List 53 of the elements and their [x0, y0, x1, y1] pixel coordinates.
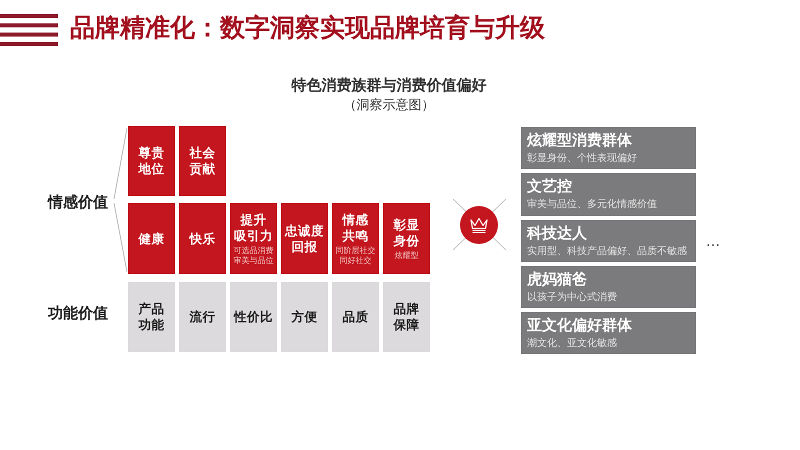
group-card [521, 127, 696, 169]
value-box [179, 126, 226, 196]
box-label: 方便 [292, 309, 318, 325]
function-box [230, 282, 277, 352]
card-text: 审美与品位、多元化情感价值 [527, 198, 657, 211]
value-box [128, 126, 175, 196]
box-note: 炫耀型 [394, 250, 418, 260]
value-box [230, 203, 277, 274]
ellipsis: … [706, 234, 720, 250]
box-label: 彰显身份 [394, 216, 420, 248]
box-note: 可选品消费审美与品位 [234, 246, 274, 266]
group-card [521, 220, 696, 262]
function-box [128, 282, 175, 352]
function-box [332, 282, 379, 352]
box-label: 忠诚度回报 [285, 222, 324, 254]
box-label: 快乐 [190, 230, 216, 246]
row-label: 功能价值 [48, 303, 108, 323]
card-title: 亚文化偏好群体 [527, 316, 632, 335]
value-box [179, 203, 226, 274]
function-box [179, 282, 226, 352]
box-label: 情感共鸣 [342, 212, 368, 244]
box-label: 品质 [342, 309, 368, 325]
box-label: 品牌保障 [394, 301, 420, 333]
value-box [332, 203, 379, 274]
card-title: 炫耀型消费群体 [527, 131, 632, 150]
group-card [521, 173, 696, 216]
card-text: 彰显身份、个性表现偏好 [527, 152, 637, 165]
box-label: 提升吸引力 [234, 212, 273, 244]
page-title: 品牌精准化：数字洞察实现品牌培育与升级 [70, 12, 545, 44]
box-label: 性价比 [234, 309, 273, 325]
value-box [383, 203, 430, 274]
card-text: 潮文化、亚文化敏感 [527, 337, 617, 350]
value-box [128, 203, 175, 274]
card-text: 实用型、科技产品偏好、品质不敏感 [527, 245, 687, 258]
card-title: 科技达人 [527, 224, 587, 243]
chart-title: 特色消费族群与消费价值偏好 [290, 76, 488, 95]
group-card [521, 266, 696, 308]
box-label: 健康 [138, 230, 164, 246]
box-label: 流行 [190, 309, 216, 325]
box-note: 同阶层社交同好社交 [336, 246, 376, 266]
card-title: 文艺控 [527, 177, 572, 196]
chart-subtitle: （洞察示意图） [342, 97, 436, 114]
box-label: 社会贡献 [190, 145, 216, 177]
group-card [521, 312, 696, 354]
card-title: 虎妈猫爸 [527, 270, 587, 289]
function-box [281, 282, 328, 352]
box-label: 产品功能 [138, 301, 164, 333]
row-label: 情感价值 [48, 192, 108, 212]
crown-icon [460, 206, 498, 244]
box-label: 尊贵地位 [138, 145, 164, 177]
card-text: 以孩子为中心式消费 [527, 291, 617, 304]
function-box [383, 282, 430, 352]
value-box [281, 203, 328, 274]
